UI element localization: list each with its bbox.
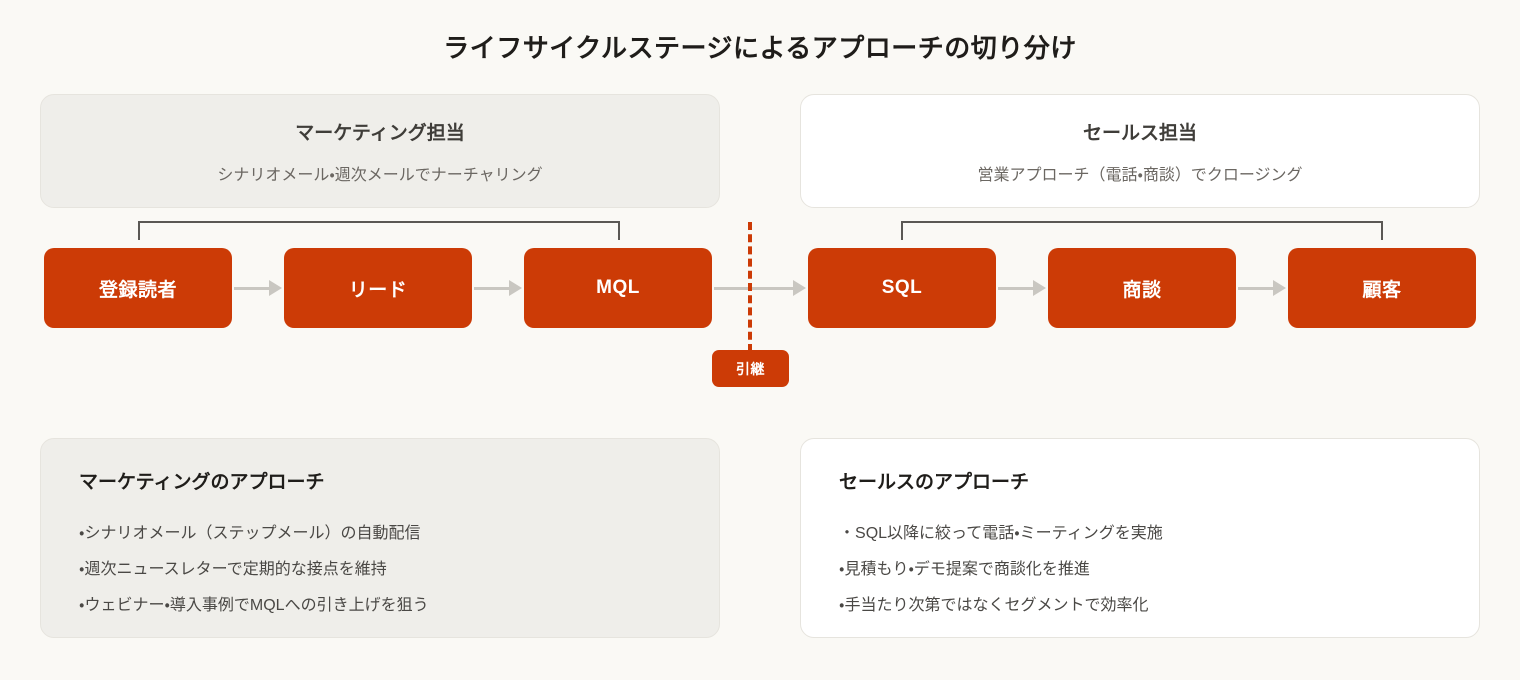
owner-panel-marketing-title: マーケティング担当 [295,122,465,144]
stage-box-lead[interactable]: リード [284,248,472,328]
arrow-shaft [1238,286,1273,290]
detail-card-marketing-title: マーケティングのアプローチ [79,472,325,493]
detail-card-marketing-list: シナリオメール（ステップメール）の自動配信 週次ニュースレターで定期的な接点を維… [79,516,683,624]
flow-arrow-icon-2 [474,280,522,296]
list-item: ウェビナー・導入事例でMQLへの引き上げを狙う [79,588,683,624]
owner-panel-sales-subtitle: 営業アプローチ（電話・商談）でクロージング [977,166,1303,184]
handoff-divider-line [748,222,752,352]
owner-panel-marketing: マーケティング担当 シナリオメール・週次メールでナーチャリング [40,94,720,208]
detail-card-sales: セールスのアプローチ SQL以降に絞って電話・ミーティングを実施 見積もり・デモ… [800,438,1480,638]
arrow-head [1273,280,1286,296]
list-item: シナリオメール（ステップメール）の自動配信 [79,516,683,552]
owner-panel-sales: セールス担当 営業アプローチ（電話・商談）でクロージング [800,94,1480,208]
detail-card-sales-title: セールスのアプローチ [839,472,1030,493]
flow-arrow-icon-5 [1238,280,1286,296]
stage-box-subscriber[interactable]: 登録読者 [44,248,232,328]
list-item: 週次ニュースレターで定期的な接点を維持 [79,552,683,588]
list-item: 手当たり次第ではなくセグメントで効率化 [839,588,1443,624]
stage-box-mql[interactable]: MQL [524,248,712,328]
owner-panel-sales-title: セールス担当 [1082,122,1197,144]
arrow-shaft [474,286,509,290]
arrow-shaft [998,286,1033,290]
arrow-head [269,280,282,296]
stage-box-sql[interactable]: SQL [808,248,996,328]
bracket-sales [901,221,1383,240]
detail-card-sales-list: SQL以降に絞って電話・ミーティングを実施 見積もり・デモ提案で商談化を推進 手… [839,516,1443,624]
stage-box-customer[interactable]: 顧客 [1288,248,1476,328]
flow-arrow-icon-4 [998,280,1046,296]
owner-panel-marketing-subtitle: シナリオメール・週次メールでナーチャリング [217,166,543,184]
list-item: SQL以降に絞って電話・ミーティングを実施 [839,516,1443,552]
arrow-head [1033,280,1046,296]
flow-arrow-icon-1 [234,280,282,296]
list-item: 見積もり・デモ提案で商談化を推進 [839,552,1443,588]
handoff-badge: 引継 [712,350,789,387]
page-title: ライフサイクルステージによるアプローチの切り分け [443,33,1077,63]
flow-arrow-icon-3 [714,280,806,296]
arrow-shaft [234,286,269,290]
arrow-head [509,280,522,296]
stage-box-negotiation[interactable]: 商談 [1048,248,1236,328]
bracket-marketing [138,221,620,240]
arrow-shaft [714,286,793,290]
arrow-head [793,280,806,296]
detail-card-marketing: マーケティングのアプローチ シナリオメール（ステップメール）の自動配信 週次ニュ… [40,438,720,638]
